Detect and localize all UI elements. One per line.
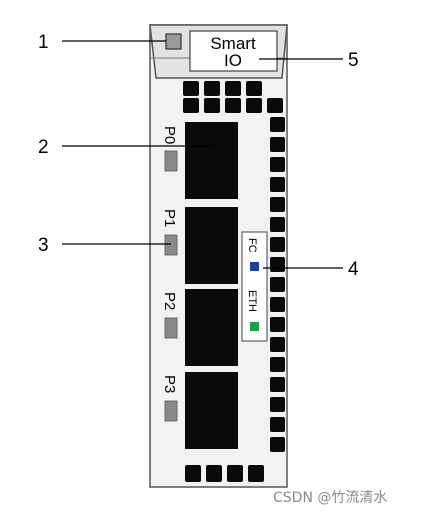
legend-fc-label: FC	[246, 238, 258, 253]
io-label-line2: IO	[224, 51, 242, 70]
callout-5: 5	[348, 50, 359, 71]
legend-eth-label: ETH	[246, 290, 258, 312]
status-indicator-square	[165, 33, 182, 50]
callout-lines	[62, 40, 343, 269]
legend-fc-swatch	[250, 262, 259, 271]
top-vent-row	[183, 81, 283, 113]
legend-eth-swatch	[250, 322, 259, 331]
smart-io-label-box	[189, 30, 278, 72]
port-indicator-0	[164, 150, 178, 172]
port-label-2: P2	[161, 292, 178, 310]
port-indicator-3	[164, 400, 178, 422]
port-slot-0	[185, 122, 238, 199]
callout-3: 3	[38, 235, 49, 256]
port-label-0: P0	[161, 126, 178, 144]
callout-1: 1	[38, 32, 49, 53]
port-indicator-1	[164, 234, 178, 256]
port-slot-3	[185, 372, 238, 449]
port-slot-1	[185, 207, 238, 284]
callout-4: 4	[348, 259, 359, 280]
port-slot-2	[185, 289, 238, 366]
io-label-line1: Smart	[210, 34, 256, 53]
watermark-text: CSDN @竹流清水	[273, 490, 388, 506]
callout-2: 2	[38, 137, 49, 158]
port-label-1: P1	[161, 209, 178, 227]
port-indicator-2	[164, 317, 178, 339]
right-vent-column	[270, 117, 285, 452]
port-label-3: P3	[161, 375, 178, 393]
bottom-vent-row	[185, 465, 264, 482]
